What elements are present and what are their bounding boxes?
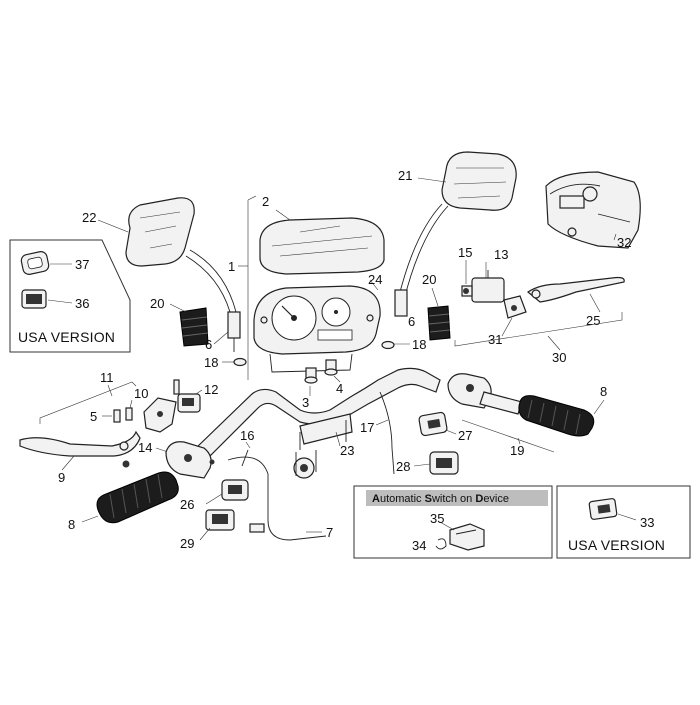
callout-18-left: 18: [204, 355, 218, 370]
callout-8-right: 8: [600, 384, 607, 399]
switch-28: [429, 451, 459, 475]
auto-switch-screw-34: [435, 538, 447, 550]
usa-version-box-right: 33 USA VERSION: [556, 485, 691, 559]
callout-25: 25: [586, 313, 600, 328]
callout-30: 30: [552, 350, 566, 365]
callout-35: 35: [430, 511, 444, 526]
callout-24: 24: [368, 272, 382, 287]
brake-master-cylinder: [461, 270, 527, 319]
fastener-3: [304, 367, 318, 384]
callout-32: 32: [617, 235, 631, 250]
left-switch-housing: [165, 441, 215, 479]
right-switch-housing: [447, 373, 523, 415]
callout-5: 5: [90, 409, 97, 424]
handlebar-clamp: [299, 413, 353, 450]
fastener-4: [324, 359, 338, 376]
callout-29: 29: [180, 536, 194, 551]
part-33-switch: [588, 498, 618, 520]
instrument-cluster: [253, 285, 381, 373]
callout-23: 23: [340, 443, 354, 458]
callout-37: 37: [75, 257, 89, 272]
callout-21: 21: [398, 168, 412, 183]
switch-12: [177, 393, 201, 413]
left-lever: [19, 430, 141, 457]
callout-13: 13: [494, 247, 508, 262]
lever-bracket: [143, 397, 177, 433]
callout-4: 4: [336, 381, 343, 396]
callout-8-left: 8: [68, 517, 75, 532]
right-rubber-boot: [427, 305, 451, 341]
switch-29: [205, 509, 235, 531]
callout-20-right: 20: [422, 272, 436, 287]
left-grip: [96, 471, 179, 524]
part-37-switch-bezel: [20, 251, 50, 275]
callout-9: 9: [58, 470, 65, 485]
cable-17: [379, 391, 395, 475]
callout-15: 15: [458, 245, 472, 260]
callout-14: 14: [138, 440, 152, 455]
callout-26: 26: [180, 497, 194, 512]
callout-27: 27: [458, 428, 472, 443]
switch-27: [418, 411, 448, 437]
left-rubber-boot: [179, 307, 209, 347]
usa-version-label-right: USA VERSION: [568, 537, 665, 553]
right-brake-lever: [526, 276, 625, 303]
left-mirror: [125, 197, 241, 352]
callout-6-right: 6: [408, 314, 415, 329]
instrument-lens-cover: [259, 217, 385, 275]
callout-6-left: 6: [205, 337, 212, 352]
callout-3: 3: [302, 395, 309, 410]
callout-20-left: 20: [150, 296, 164, 311]
right-grip: [518, 395, 595, 437]
callout-12: 12: [204, 382, 218, 397]
automatic-switch-box: Automatic Switch on Device 35 34: [353, 485, 553, 559]
right-mirror: [394, 151, 517, 317]
automatic-switch-title: Automatic Switch on Device: [372, 493, 509, 505]
callout-28: 28: [396, 459, 410, 474]
switch-26: [221, 479, 249, 501]
steering-stem-nut: [293, 450, 317, 479]
callout-17: 17: [360, 420, 374, 435]
callout-33: 33: [640, 515, 654, 530]
callout-18-right: 18: [412, 337, 426, 352]
callout-1: 1: [228, 259, 235, 274]
callout-2: 2: [262, 194, 269, 209]
callout-19: 19: [510, 443, 524, 458]
callout-11: 11: [100, 370, 114, 385]
part-36-switch-button: [21, 289, 47, 309]
screw-12: [173, 379, 180, 395]
callout-36: 36: [75, 296, 89, 311]
usa-version-label-left: USA VERSION: [18, 329, 115, 345]
usa-version-box-left: 37 36 USA VERSION: [9, 239, 131, 353]
callout-16: 16: [240, 428, 254, 443]
callout-22: 22: [82, 210, 96, 225]
cable-16: [241, 449, 249, 467]
callout-34: 34: [412, 538, 426, 553]
callout-10: 10: [134, 386, 148, 401]
cable-7: [227, 456, 327, 541]
handlebar: [195, 367, 441, 461]
throttle-housing-detail: [545, 171, 641, 249]
callout-7: 7: [326, 525, 333, 540]
small-screws-5: [113, 407, 133, 423]
auto-switch-part-35: [449, 523, 485, 551]
